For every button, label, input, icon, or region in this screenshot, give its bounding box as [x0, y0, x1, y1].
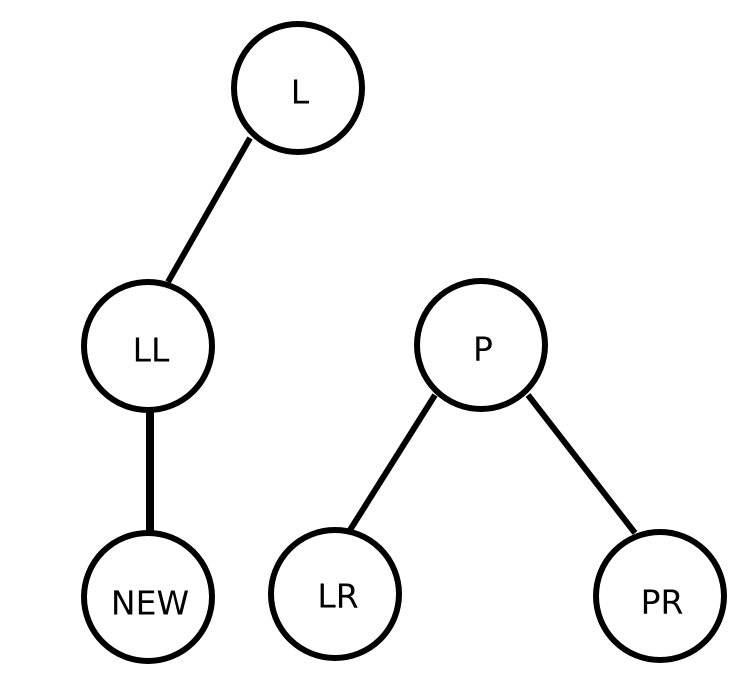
node-l-circle	[231, 21, 365, 155]
edge-p-pr	[525, 393, 638, 535]
node-lr-circle	[268, 527, 402, 661]
node-lr-label: LR	[317, 577, 358, 616]
node-lr: LR	[268, 527, 402, 661]
node-new: NEW	[81, 530, 215, 664]
node-ll-circle	[81, 279, 215, 413]
node-new-label: NEW	[111, 584, 189, 623]
node-p-circle	[414, 278, 548, 412]
node-p: P	[414, 278, 548, 412]
node-pr: PR	[593, 529, 727, 663]
node-p-label: P	[473, 330, 493, 369]
edge-l-ll	[165, 136, 253, 284]
node-pr-circle	[593, 529, 727, 663]
node-ll: LL	[81, 279, 215, 413]
node-ll-label: LL	[133, 331, 170, 370]
node-new-circle	[81, 530, 215, 664]
node-l: L	[231, 21, 365, 155]
edge-p-lr	[347, 393, 438, 532]
node-pr-label: PR	[641, 583, 684, 622]
node-l-label: L	[291, 73, 310, 112]
